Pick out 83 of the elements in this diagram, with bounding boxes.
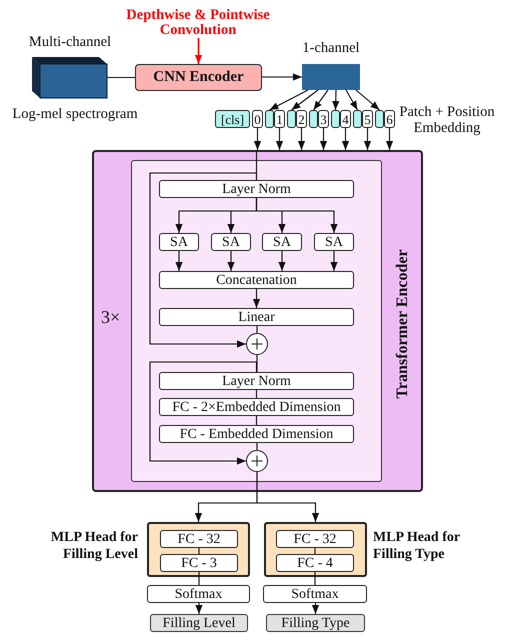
output-box: Filling Type bbox=[266, 614, 365, 632]
encoder-box: CNN Encoder bbox=[135, 64, 262, 91]
layer-box: Softmax bbox=[263, 585, 367, 603]
arrow bbox=[252, 289, 260, 308]
arrow bbox=[320, 128, 328, 150]
layer-box: SA bbox=[314, 233, 354, 251]
arrow bbox=[346, 90, 358, 110]
layer-box: FC - 32 bbox=[160, 530, 238, 548]
arrow bbox=[330, 251, 338, 271]
layer-box: FC - 3 bbox=[160, 554, 238, 572]
output-box: Filling Level bbox=[150, 614, 248, 632]
arrow bbox=[194, 38, 202, 64]
layer-box: FC - 2×Embedded Dimension bbox=[159, 398, 354, 416]
arrow bbox=[256, 472, 320, 522]
arrow bbox=[298, 128, 306, 150]
layer-box: FC - 4 bbox=[276, 554, 354, 572]
addition-node bbox=[246, 450, 268, 472]
connector-line bbox=[256, 390, 258, 398]
arrow bbox=[175, 251, 183, 271]
arrow bbox=[364, 128, 372, 150]
arrow bbox=[149, 172, 258, 348]
arrow bbox=[291, 90, 318, 110]
layer-box: Layer Norm bbox=[159, 372, 354, 390]
arrow bbox=[227, 251, 235, 271]
patch-token bbox=[287, 110, 296, 128]
arrow bbox=[278, 251, 286, 271]
layer-box: Concatenation bbox=[159, 271, 354, 289]
layer-box: Softmax bbox=[147, 585, 250, 603]
layer-box: FC - 32 bbox=[276, 530, 354, 548]
repeat-count: 3× bbox=[101, 307, 120, 327]
layer-box: Layer Norm bbox=[159, 180, 354, 198]
layer-box: SA bbox=[262, 233, 302, 251]
position-token: 6 bbox=[384, 110, 395, 128]
panel-title: Transformer Encoder bbox=[395, 249, 411, 399]
position-token: 2 bbox=[296, 110, 307, 128]
class-token: [cls] bbox=[215, 110, 250, 128]
position-token: 3 bbox=[318, 110, 329, 128]
patch-token bbox=[309, 110, 318, 128]
head-title: MLP Head for Filling Level bbox=[50, 529, 138, 563]
arrow bbox=[356, 90, 380, 110]
connector-line bbox=[107, 76, 135, 78]
connector-line bbox=[198, 548, 200, 554]
arrow bbox=[269, 90, 308, 110]
embedding-caption: Patch + Position Embedding bbox=[398, 104, 496, 136]
arrow bbox=[312, 603, 320, 614]
arrow bbox=[342, 128, 350, 150]
arrow bbox=[313, 90, 328, 110]
layer-box: FC - Embedded Dimension bbox=[159, 425, 354, 443]
arrow bbox=[256, 198, 338, 233]
connector-line bbox=[256, 355, 258, 372]
caption-text: Log-mel spectrogram bbox=[11, 106, 139, 122]
patch-token bbox=[331, 110, 340, 128]
connector-line bbox=[256, 443, 258, 450]
connector-line bbox=[314, 548, 316, 554]
spectrogram-drawing bbox=[32, 57, 107, 98]
addition-node bbox=[246, 333, 268, 355]
position-token: 4 bbox=[340, 110, 351, 128]
arrow bbox=[254, 128, 262, 150]
patch-token bbox=[265, 110, 274, 128]
patch-token bbox=[375, 110, 384, 128]
connector-line bbox=[314, 572, 316, 585]
connector-line bbox=[256, 326, 258, 333]
feature-map-block bbox=[302, 64, 360, 90]
connector-line bbox=[198, 572, 200, 585]
arrow bbox=[276, 128, 284, 150]
head-title: MLP Head for Filling Type bbox=[373, 529, 461, 563]
layer-box: Linear bbox=[159, 308, 354, 326]
arrow bbox=[386, 128, 394, 150]
position-token: 5 bbox=[362, 110, 373, 128]
connector-line bbox=[256, 416, 258, 425]
caption-text: 1-channel bbox=[301, 40, 361, 56]
arrow bbox=[195, 603, 203, 614]
caption-text: Multi-channel bbox=[28, 34, 112, 50]
layer-box: SA bbox=[159, 233, 199, 251]
encoder-block bbox=[131, 160, 382, 482]
arrow bbox=[332, 90, 340, 110]
arrow bbox=[262, 73, 302, 81]
position-token: 0 bbox=[252, 110, 263, 128]
arrow bbox=[149, 361, 258, 465]
position-token: 1 bbox=[274, 110, 285, 128]
patch-token bbox=[353, 110, 362, 128]
layer-box: SA bbox=[211, 233, 251, 251]
encoder-panel bbox=[92, 150, 423, 492]
